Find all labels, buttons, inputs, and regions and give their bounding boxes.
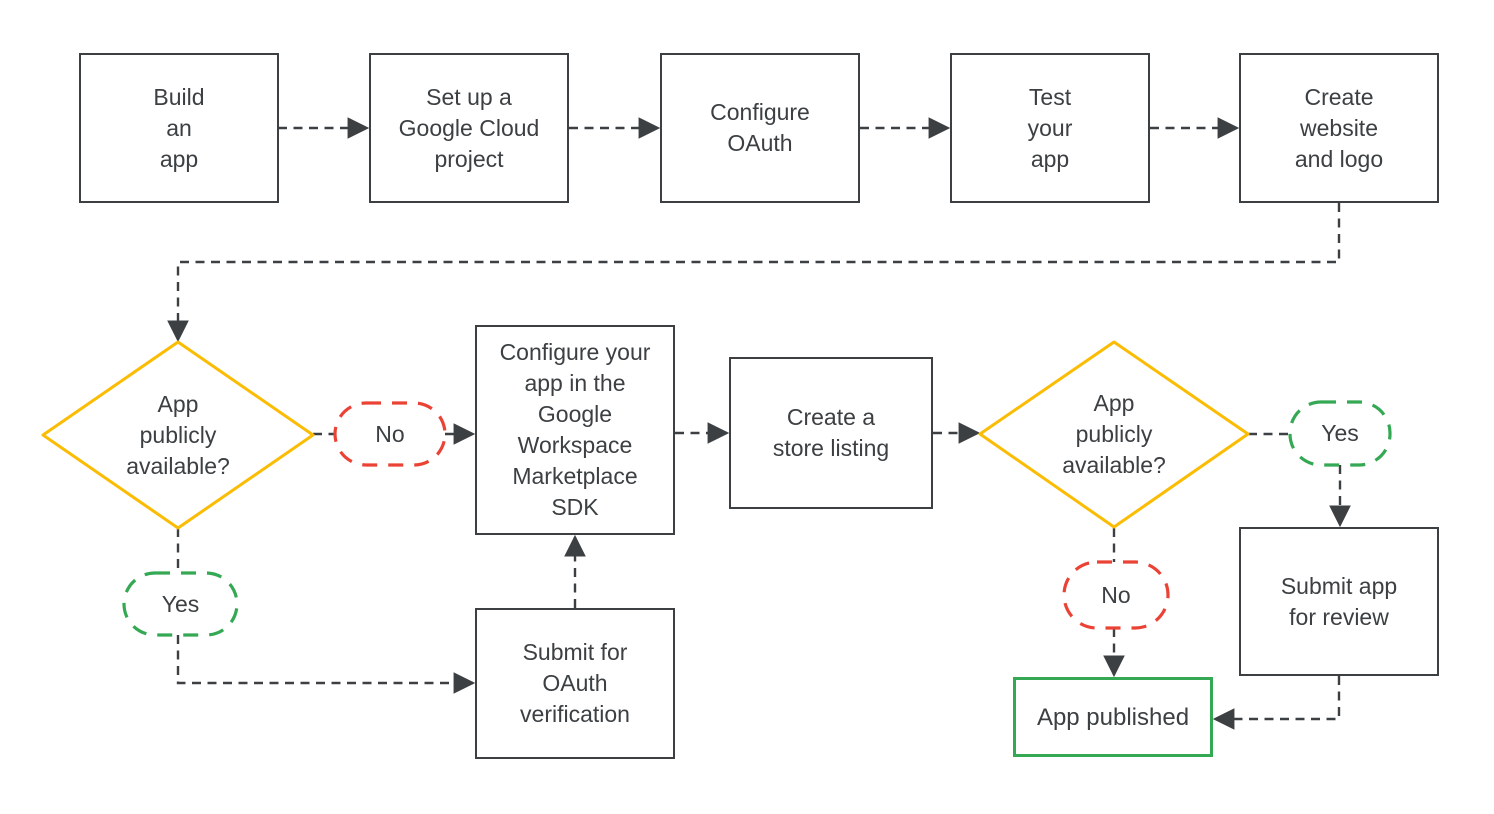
terminal-app-published: App published [1013,677,1213,757]
connector-submit-review-to-published [1212,676,1341,730]
process-create-website-and-logo: Create website and logo [1239,53,1439,203]
connector-website-to-decision1 [167,203,1341,343]
no1-oval-shape [333,401,447,467]
process-submit-oauth-verification: Submit for OAuth verification [475,608,675,759]
yes1-oval-shape [122,571,239,637]
decision1-diamond-shape [41,340,315,530]
process-test-your-app: Test your app [950,53,1150,203]
no2-oval-shape [1062,560,1170,630]
process-submit-app-for-review: Submit app for review [1239,527,1439,676]
yes2-oval-shape [1288,400,1392,467]
process-configure-oauth: Configure OAuth [660,53,860,203]
process-build-app: Build an app [79,53,279,203]
process-configure-marketplace-sdk: Configure your app in the Google Workspa… [475,325,675,535]
process-create-store-listing: Create a store listing [729,357,933,509]
process-setup-google-cloud-project: Set up a Google Cloud project [369,53,569,203]
connector-yes1-to-submit-oauth [176,635,476,694]
decision2-diamond-shape [978,340,1250,529]
